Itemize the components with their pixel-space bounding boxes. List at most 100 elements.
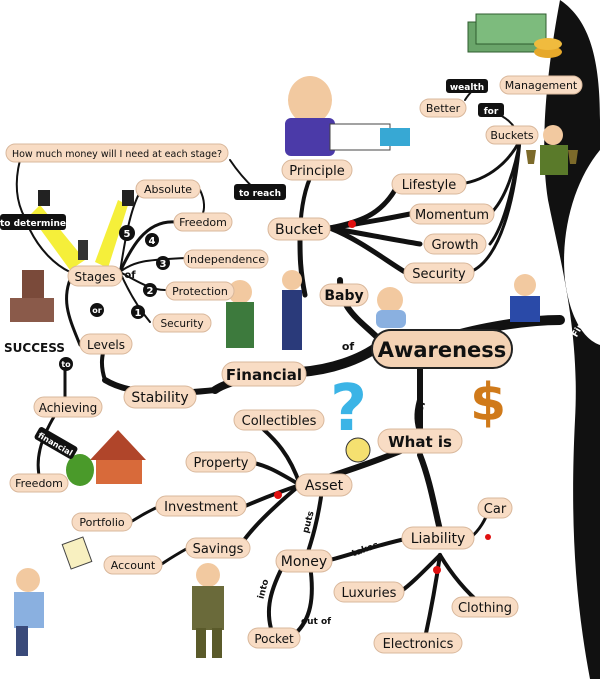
car-text: Car	[484, 502, 507, 517]
poor-man-illustration	[192, 563, 224, 658]
wealth-text: wealth	[450, 83, 484, 93]
freedom-bottom-pill	[9, 473, 69, 493]
levels-pill	[79, 333, 133, 355]
money-text: Money	[281, 554, 327, 570]
pocket-text: Pocket	[254, 632, 294, 646]
wealth-tag	[446, 79, 488, 93]
to-text: to	[61, 360, 71, 369]
of-awareness-text: of	[342, 340, 355, 353]
security-text: Security	[412, 267, 466, 282]
stages-pill	[67, 265, 123, 287]
to-determine-tag	[0, 214, 66, 230]
investment-text: Investment	[164, 500, 238, 515]
freedom-top-pill	[173, 212, 233, 232]
bucket-text: Bucket	[275, 222, 323, 238]
stability-text: Stability	[131, 390, 188, 406]
awareness-node	[371, 329, 513, 369]
lifestyle-pill	[391, 173, 467, 195]
for-text: for	[484, 107, 499, 117]
to-reach-text: to reach	[239, 189, 281, 199]
to-connector	[59, 357, 73, 371]
property-text: Property	[193, 456, 248, 471]
electronics-text: Electronics	[383, 637, 454, 652]
car-pill	[477, 497, 513, 519]
to-determine-text: to determine	[0, 219, 66, 229]
buckets-text: Buckets	[490, 129, 534, 142]
or-text: or	[92, 306, 101, 315]
question-mark-illustration: ?	[330, 372, 371, 463]
for-tag	[478, 103, 504, 117]
momentum-pill	[409, 203, 495, 225]
independence-text: Independence	[187, 253, 265, 266]
absolute-pill	[135, 179, 201, 199]
luxuries-pill	[333, 581, 405, 603]
better-pill	[419, 98, 467, 118]
achieving-pill	[33, 396, 103, 418]
reading-man-illustration	[285, 76, 410, 156]
liability-text: Liability	[411, 531, 466, 547]
of-stages-text: of	[124, 270, 136, 281]
junction-dots	[274, 220, 491, 574]
levels-text: Levels	[87, 338, 125, 352]
shouting-man-illustration	[14, 568, 44, 656]
luxuries-text: Luxuries	[342, 586, 397, 601]
svg-text:$: $	[470, 373, 506, 433]
security-pill	[403, 262, 475, 284]
stage-number-3: 3	[160, 259, 167, 270]
baby-text: Baby	[324, 288, 363, 304]
asset-pill	[295, 473, 353, 497]
financial-pill	[221, 361, 307, 387]
baby-pill	[319, 283, 369, 307]
principle-text: Principle	[289, 164, 344, 179]
electronics-pill	[373, 632, 463, 654]
portfolio-pill	[71, 512, 133, 532]
clothing-text: Clothing	[458, 601, 512, 616]
collectibles-pill	[233, 409, 325, 431]
freedom-top-text: Freedom	[179, 216, 227, 229]
lifestyle-text: Lifestyle	[402, 178, 457, 193]
money-pill	[275, 549, 333, 573]
momentum-text: Momentum	[415, 208, 489, 223]
buckets-pill	[485, 125, 539, 145]
receipt-illustration	[61, 536, 93, 570]
awareness-text: Awareness	[378, 338, 507, 362]
success-text: SUCCESS	[4, 341, 65, 355]
stage-number-circles	[119, 225, 170, 319]
savings-text: Savings	[193, 542, 244, 557]
investment-pill	[155, 495, 247, 517]
savings-pill	[185, 537, 251, 559]
bucket-pill	[267, 217, 331, 241]
protection-pill	[165, 281, 235, 301]
achieving-text: Achieving	[39, 401, 98, 415]
management-text: Management	[505, 79, 578, 92]
globe-highlight	[564, 150, 600, 345]
stage-number-5: 5	[124, 229, 131, 240]
into-text: into	[257, 578, 272, 600]
property-pill	[185, 451, 257, 473]
asset-text: Asset	[305, 478, 344, 494]
policeman-illustration	[226, 270, 302, 350]
stage-number-2: 2	[147, 286, 154, 297]
money-stack-illustration	[467, 13, 562, 58]
success-stamp-illustration	[10, 270, 54, 322]
collectibles-text: Collectibles	[242, 414, 317, 429]
what-is-pill	[377, 428, 463, 454]
absolute-text: Absolute	[144, 183, 192, 196]
dollar-sign-illustration: $	[470, 373, 506, 433]
out-of-text: out of	[301, 617, 331, 627]
takes-text: takes	[351, 541, 380, 560]
growth-text: Growth	[431, 238, 478, 253]
portfolio-text: Portfolio	[79, 516, 125, 529]
buckets-illustration	[526, 125, 578, 175]
financial-text: Financial	[226, 366, 302, 384]
stage-number-1: 1	[135, 308, 142, 319]
house-illustration	[66, 430, 146, 486]
financial-ribbon	[34, 427, 78, 459]
pocket-pill	[247, 627, 301, 649]
better-text: Better	[426, 102, 461, 115]
stability-pill	[123, 385, 197, 409]
security-small-pill	[152, 313, 212, 333]
svg-text:?: ?	[330, 372, 367, 446]
independence-pill	[183, 249, 269, 269]
protection-text: Protection	[172, 285, 228, 298]
